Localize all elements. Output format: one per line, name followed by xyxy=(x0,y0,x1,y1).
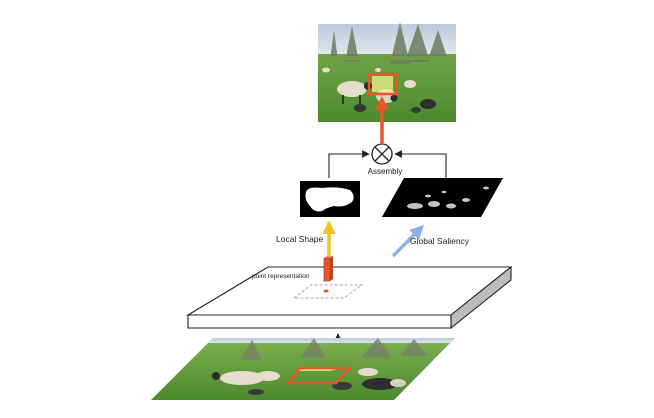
point-marker xyxy=(323,289,329,293)
assembly-operator xyxy=(371,143,393,165)
global-to-assembly-connector xyxy=(394,150,447,178)
highlighted-sheep-region xyxy=(372,76,393,92)
output-photo xyxy=(318,22,456,122)
point-representation-pillar xyxy=(323,256,333,282)
point-representation-label: point representation xyxy=(252,273,310,280)
network-slab xyxy=(186,265,513,330)
input-photo xyxy=(151,338,455,400)
point-footprint xyxy=(292,284,364,299)
slab-side-face xyxy=(450,265,512,330)
local-shape-label: Local Shape xyxy=(276,234,324,244)
input-highlight-box xyxy=(285,366,353,385)
global-saliency-label: Global Saliency xyxy=(410,236,470,246)
global-saliency-arrow xyxy=(391,225,424,258)
input-sheep-group xyxy=(212,368,406,395)
highlight-box xyxy=(367,72,398,96)
global-saliency-map xyxy=(382,178,503,217)
slab-front-face xyxy=(187,314,452,329)
assembly-label: Assembly xyxy=(368,167,403,176)
local-to-assembly-connector xyxy=(328,150,370,178)
local-shape-mask xyxy=(300,181,360,217)
